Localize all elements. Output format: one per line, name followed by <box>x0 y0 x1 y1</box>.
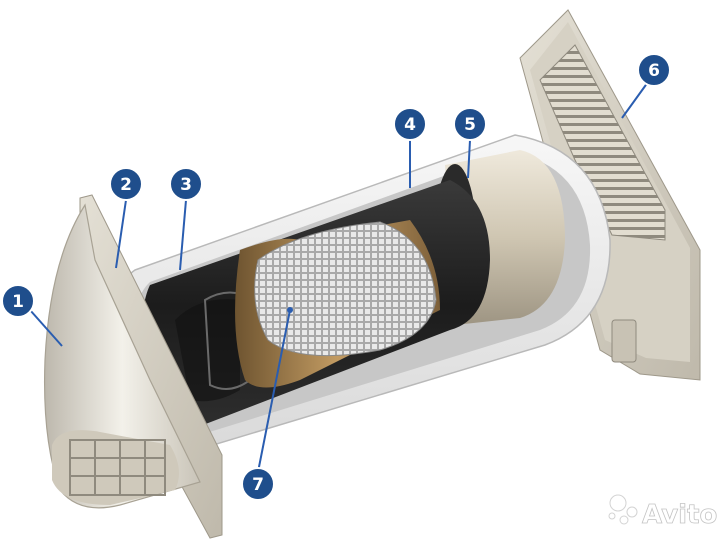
leader-line-7 <box>257 309 291 473</box>
leader-line-1 <box>29 309 63 347</box>
callout-badge-4: 4 <box>393 107 427 141</box>
callout-badge-6: 6 <box>637 53 671 87</box>
watermark-text: Avito <box>642 500 717 530</box>
callout-badge-7: 7 <box>241 467 275 501</box>
leader-line-2 <box>115 199 127 269</box>
callout-badge-3: 3 <box>169 167 203 201</box>
leader-line-5 <box>467 139 471 179</box>
hood-vent-grid <box>69 439 166 496</box>
inner-grille-part <box>519 9 701 381</box>
external-hood-part <box>43 203 201 509</box>
callout-label-4: 4 <box>404 115 416 135</box>
callout-label-5: 5 <box>464 115 476 135</box>
callout-badge-2: 2 <box>109 167 143 201</box>
leader-line-6 <box>621 81 649 119</box>
heat-exchanger-part <box>235 220 440 388</box>
avito-logo-icon <box>608 494 638 525</box>
callout-label-6: 6 <box>648 61 660 81</box>
callout-label-3: 3 <box>180 175 192 195</box>
leader-lines <box>29 81 649 473</box>
leader-line-3 <box>179 199 187 271</box>
callout-label-7: 7 <box>252 475 264 495</box>
callout-badge-5: 5 <box>453 107 487 141</box>
leader-dot-7 <box>287 307 293 313</box>
avito-watermark: Avito <box>608 494 717 530</box>
callout-badge-1: 1 <box>1 284 35 318</box>
callout-label-1: 1 <box>12 292 24 312</box>
callout-label-2: 2 <box>120 175 132 195</box>
